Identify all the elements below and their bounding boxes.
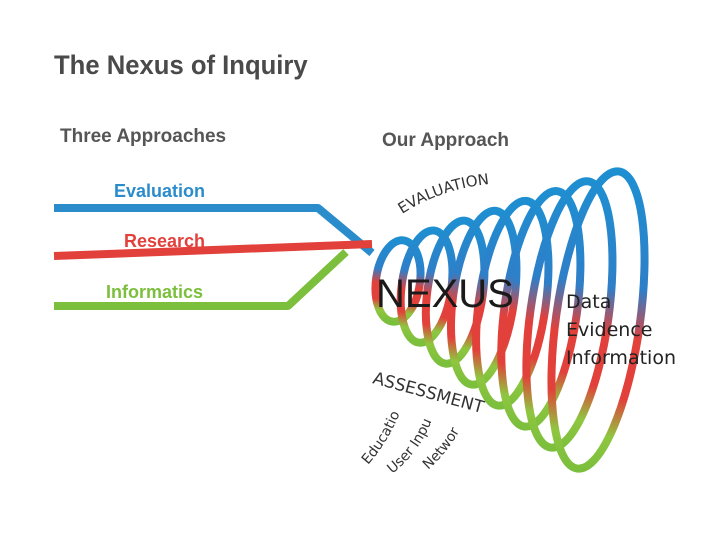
evaluation-curved-text: EVALUATION xyxy=(395,170,490,217)
user-inputs-curved-text: User Inputs xyxy=(0,0,435,477)
informatics-line xyxy=(54,252,346,306)
side-list-item: Information xyxy=(566,344,676,372)
research-line xyxy=(54,244,372,256)
nexus-label: NEXUS xyxy=(376,272,514,317)
side-list-item: Evidence xyxy=(566,316,676,344)
side-list-item: Data xyxy=(566,288,676,316)
side-list: Data Evidence Information xyxy=(566,288,676,372)
network-curved-text: Network xyxy=(0,0,463,473)
